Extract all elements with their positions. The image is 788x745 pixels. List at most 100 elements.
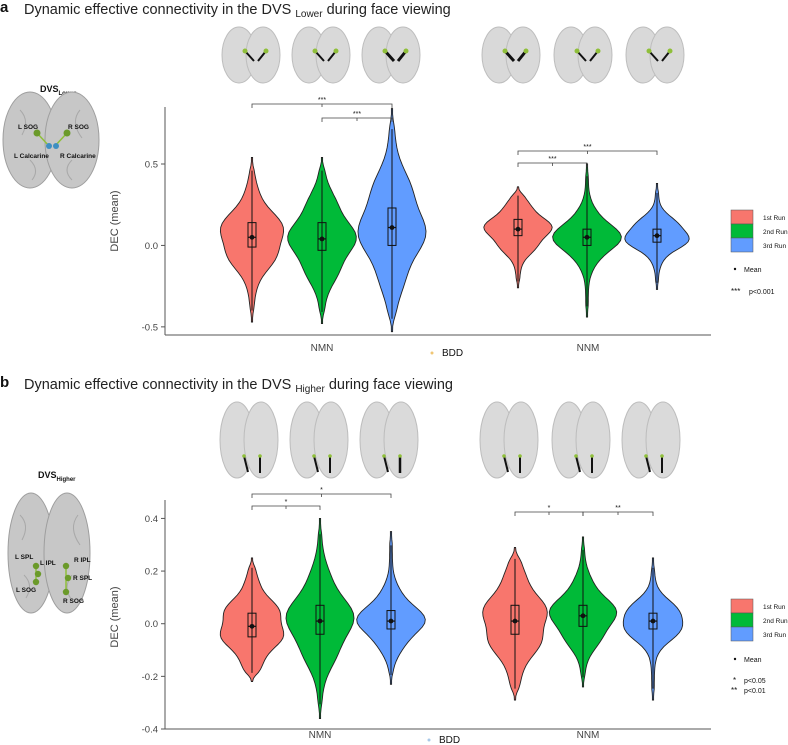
- mean-point: [584, 234, 590, 240]
- significance-marker: **: [615, 505, 621, 512]
- mean-point: [317, 618, 323, 624]
- mean-point: [654, 233, 660, 239]
- mean-point: [580, 613, 586, 619]
- region-l-spl-node: [32, 562, 40, 570]
- brain-thumbnail: [481, 26, 541, 84]
- mean-point: [650, 618, 656, 624]
- panel-a-violins: [219, 108, 690, 333]
- panel-a-title-main: Dynamic effective connectivity in the DV…: [24, 2, 291, 18]
- box: [315, 604, 325, 635]
- y-tick-label: 0.5: [145, 160, 158, 171]
- panel-b-violins: [219, 517, 684, 719]
- box: [317, 222, 327, 251]
- region-r-spl-node: [64, 574, 72, 582]
- region-label-r-sog: R SOG: [68, 124, 89, 131]
- legend-mean-marker: [733, 267, 737, 271]
- panel-a-xlabel: BDD: [442, 348, 463, 359]
- panel-a: a Dynamic effective connectivity in the …: [0, 0, 788, 359]
- panel-a-brain-label-main: DVS: [40, 84, 59, 94]
- region-label-r-spl: R SPL: [73, 575, 92, 582]
- region-label-l-sog: L SOG: [18, 124, 38, 131]
- legend-swatch-run1: [730, 598, 754, 614]
- brain-thumbnail: [625, 26, 685, 84]
- panel-b-title-tail: during face viewing: [329, 377, 453, 393]
- panel-b-xtick-nnm: NNM: [577, 730, 600, 741]
- panel-a-xlabel-marker: [430, 351, 434, 355]
- legend-label-run3: 3rd Run: [763, 632, 787, 639]
- brain-thumbnail: [359, 401, 419, 479]
- region-r-ipl-node: [62, 562, 70, 570]
- mean-point: [249, 623, 255, 629]
- brain-thumbnail: [551, 401, 611, 479]
- brain-right-hemisphere: [43, 492, 91, 614]
- mean-point: [515, 226, 521, 232]
- mean-point: [319, 236, 325, 242]
- panel-b-title-main: Dynamic effective connectivity in the DV…: [24, 377, 291, 393]
- panel-a-title: Dynamic effective connectivity in the DV…: [24, 2, 451, 21]
- panel-b-y-ticks: -0.4-0.20.00.20.4: [142, 514, 165, 736]
- legend-sig-label-1: p<0.05: [744, 678, 766, 685]
- panel-b-brain-label-main: DVS: [38, 470, 57, 480]
- box: [247, 222, 257, 248]
- mean-point: [249, 234, 255, 240]
- y-tick-label: 0.4: [145, 514, 158, 525]
- panel-a-title-sub: Lower: [295, 9, 323, 20]
- significance-marker: *: [285, 499, 288, 506]
- panel-a-significance: ************: [251, 97, 658, 167]
- legend-swatch-run1: [730, 209, 754, 225]
- panel-b-brain-thumbnails: [219, 401, 681, 479]
- legend-label-run2: 2nd Run: [763, 618, 788, 625]
- panel-b-xlabel-marker: [427, 738, 431, 742]
- region-label-l-spl: L SPL: [15, 554, 33, 561]
- legend-swatch-run3: [730, 626, 754, 642]
- box: [386, 610, 396, 630]
- region-label-r-calcarine: R Calcarine: [60, 153, 96, 160]
- region-l-sog-node: [32, 578, 40, 586]
- y-tick-label: 0.0: [145, 619, 158, 630]
- significance-marker: *: [548, 505, 551, 512]
- legend-label-run2: 2nd Run: [763, 229, 788, 236]
- panel-a-legend: 1st Run 2nd Run 3rd Run Mean *** p<0.001: [730, 209, 788, 296]
- y-tick-label: -0.2: [142, 672, 158, 683]
- region-l-sog-node: [33, 129, 41, 137]
- region-r-sog-node: [62, 588, 70, 596]
- panel-a-xtick-nmn: NMN: [311, 343, 334, 354]
- mean-point: [389, 225, 395, 230]
- significance-marker: *: [320, 487, 323, 494]
- legend-mean-label: Mean: [744, 267, 762, 274]
- panel-a-brain-thumbnails: [221, 26, 685, 84]
- region-l-calcarine-node: [46, 143, 52, 149]
- y-tick-label: -0.4: [142, 725, 158, 736]
- legend-sig-marker: ***: [731, 287, 740, 296]
- mean-point: [512, 618, 518, 624]
- legend-swatch-run2: [730, 612, 754, 628]
- legend-label-run1: 1st Run: [763, 604, 786, 611]
- brain-thumbnail: [553, 26, 613, 84]
- legend-swatch-run2: [730, 223, 754, 239]
- brain-thumbnail: [289, 401, 349, 479]
- panel-b: b Dynamic effective connectivity in the …: [0, 374, 788, 745]
- brain-thumbnail: [621, 401, 681, 479]
- box: [513, 218, 523, 237]
- panel-b-brain-label: DVSHigher: [38, 470, 76, 483]
- legend-sig-label: p<0.001: [749, 289, 775, 296]
- region-r-calcarine-node: [53, 143, 59, 149]
- region-label-l-ipl: L IPL: [40, 560, 56, 567]
- legend-label-run3: 3rd Run: [763, 243, 787, 250]
- legend-sig-marker-2: **: [731, 686, 737, 695]
- legend-label-run1: 1st Run: [763, 215, 786, 222]
- y-tick-label: 0.0: [145, 241, 158, 252]
- region-label-l-sog: L SOG: [16, 587, 36, 594]
- legend-swatch-run3: [730, 237, 754, 253]
- significance-marker: ***: [318, 97, 326, 104]
- region-l-ipl-node: [34, 570, 42, 578]
- panel-b-title: Dynamic effective connectivity in the DV…: [24, 377, 453, 396]
- significance-marker: ***: [548, 156, 556, 163]
- legend-mean-label: Mean: [744, 657, 762, 664]
- panel-a-title-tail: during face viewing: [327, 2, 451, 18]
- brain-thumbnail: [221, 26, 281, 84]
- y-tick-label: -0.5: [142, 322, 158, 333]
- panel-b-title-sub: Higher: [295, 384, 325, 395]
